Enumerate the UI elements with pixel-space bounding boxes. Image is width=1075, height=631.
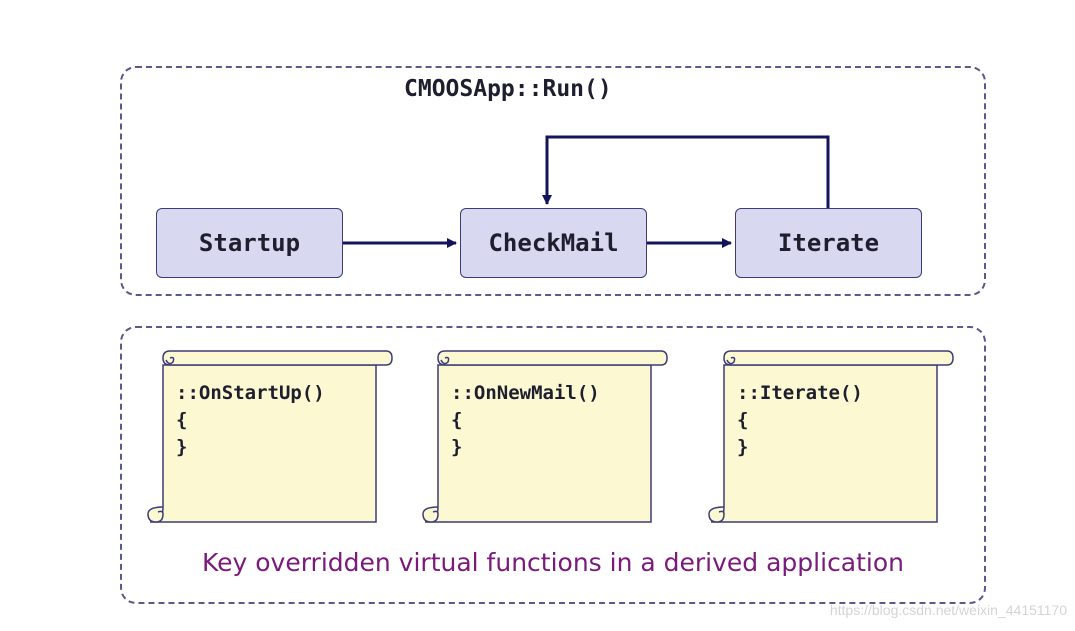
scroll-onnewmail-code: ::OnNewMail(){} xyxy=(451,380,600,461)
watermark: https://blog.csdn.net/weixin_44151170 xyxy=(829,602,1067,618)
open-brace: { xyxy=(737,409,749,431)
scroll-iterate-code: ::Iterate(){} xyxy=(737,380,863,461)
scroll-onstartup xyxy=(147,350,393,523)
stage-checkmail: CheckMail xyxy=(460,208,647,278)
open-brace: { xyxy=(176,409,188,431)
close-brace: } xyxy=(737,436,749,458)
function-signature: ::OnStartUp() xyxy=(176,382,325,404)
virtual-functions-panel xyxy=(120,326,986,604)
functions-caption: Key overridden virtual functions in a de… xyxy=(201,548,905,577)
function-signature: ::OnNewMail() xyxy=(451,382,600,404)
arrow-iterate-loop-back xyxy=(542,135,830,208)
close-brace: } xyxy=(176,436,188,458)
stage-iterate: Iterate xyxy=(735,208,922,278)
run-loop-panel xyxy=(120,66,986,296)
open-brace: { xyxy=(451,409,463,431)
scroll-iterate xyxy=(708,350,954,523)
stage-startup: Startup xyxy=(156,208,343,278)
scroll-onstartup-code: ::OnStartUp(){} xyxy=(176,380,325,461)
run-title: CMOOSApp::Run() xyxy=(404,76,612,102)
function-signature: ::Iterate() xyxy=(737,382,863,404)
scroll-onnewmail xyxy=(422,350,668,523)
close-brace: } xyxy=(451,436,463,458)
